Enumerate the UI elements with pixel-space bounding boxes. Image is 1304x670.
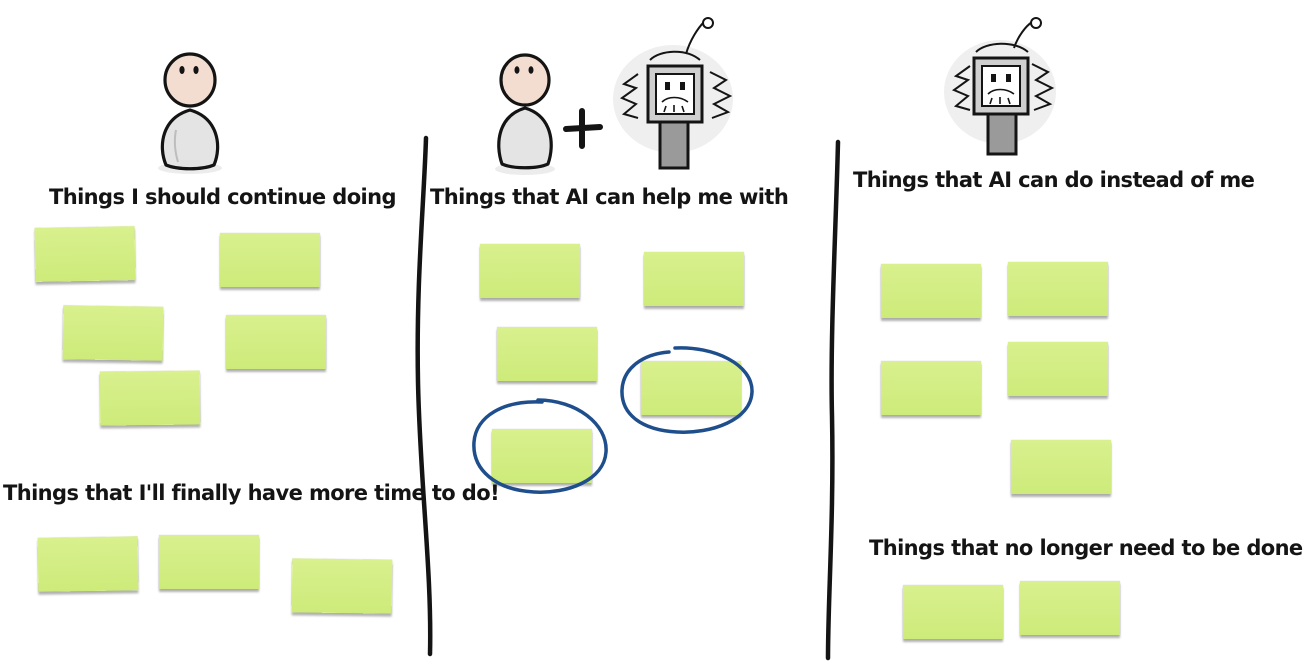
sticky-note — [1020, 581, 1120, 635]
sticky-note — [881, 264, 981, 318]
sticky-note — [641, 361, 741, 415]
heading-ai-instead: Things that AI can do instead of me — [853, 168, 1255, 192]
column-divider — [412, 132, 442, 662]
sticky-note — [34, 226, 136, 282]
sticky-note — [62, 305, 164, 361]
robot-icon — [940, 14, 1060, 156]
circled-note-marker — [617, 344, 759, 436]
sticky-note — [159, 535, 259, 589]
sticky-note — [903, 585, 1003, 639]
person-icon — [150, 48, 230, 178]
heading-more-time: Things that I'll finally have more time … — [3, 481, 500, 505]
circled-note-marker — [468, 394, 614, 498]
sticky-note — [881, 361, 981, 415]
sticky-note — [226, 315, 326, 369]
column-divider — [822, 136, 852, 666]
sticky-note — [220, 233, 320, 287]
sticky-note — [1011, 440, 1111, 494]
heading-no-longer-needed: Things that no longer need to be done at… — [869, 536, 1304, 560]
sticky-note — [291, 558, 393, 614]
sticky-note — [480, 244, 580, 298]
heading-ai-help: Things that AI can help me with — [430, 185, 789, 209]
sticky-note — [1008, 342, 1108, 396]
sticky-note — [644, 252, 744, 306]
person-plus-robot-icon — [490, 14, 745, 179]
sticky-note — [1008, 262, 1108, 316]
sticky-note — [99, 370, 201, 426]
sticky-note — [492, 429, 592, 483]
sticky-note — [37, 536, 139, 592]
heading-continue-doing: Things I should continue doing — [49, 185, 397, 209]
sticky-note — [497, 327, 597, 381]
